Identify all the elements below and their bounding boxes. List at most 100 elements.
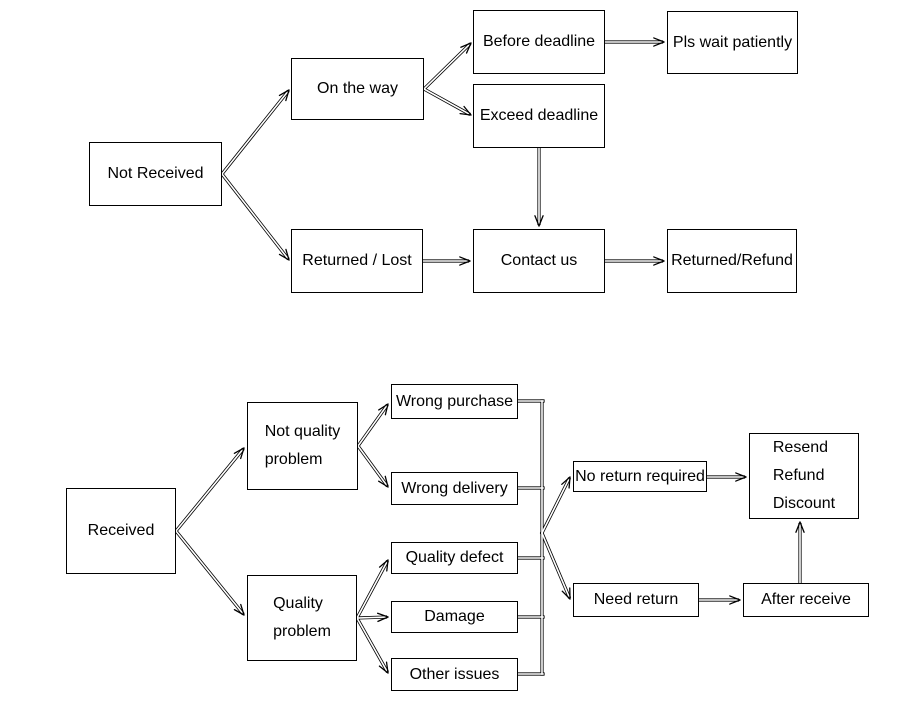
- arrowhead-exceed-deadline--contact-us: [538, 215, 544, 227]
- node-label-line: Quality defect: [405, 549, 504, 566]
- flow-node-pls-wait-patiently: Pls wait patiently: [667, 11, 798, 74]
- edge-inner-not-quality-problem--wrong-purchase: [356, 404, 388, 448]
- flow-node-quality-problem: Quality problem: [247, 575, 357, 661]
- edge-inner-quality-problem--quality-defect: [355, 561, 388, 620]
- arrowhead-not-quality-problem--wrong-purchase: [384, 403, 389, 416]
- node-label-line: Quality: [273, 595, 323, 612]
- flow-node-no-return-required: No return required: [573, 461, 707, 492]
- node-label-line: Wrong delivery: [401, 479, 508, 497]
- flow-node-after-receive: After receive: [743, 583, 869, 617]
- flow-node-text: Received: [88, 517, 155, 545]
- edge-inner-received--not-quality-problem: [174, 448, 244, 533]
- arrowhead-not-received--on-the-way: [285, 89, 290, 102]
- flow-node-text: Damage: [424, 603, 484, 631]
- arrowhead-no-return-required--resend-refund-discount: [735, 476, 747, 482]
- arrowhead-bus--no-return-required: [568, 476, 571, 489]
- flow-node-text: Returned / Lost: [302, 247, 411, 275]
- node-label-line: Pls wait patiently: [672, 33, 793, 51]
- node-label-line: Resend: [772, 439, 829, 456]
- arrowhead-returned-lost--contact-us: [459, 256, 471, 262]
- edge-inner-on-the-way--before-deadline: [422, 43, 471, 91]
- node-label-line: Discount: [772, 495, 836, 512]
- flow-node-text: Pls wait patiently: [673, 29, 792, 57]
- flow-node-need-return: Need return: [573, 583, 699, 617]
- node-label-line: No return required: [575, 467, 705, 485]
- edge-inner-received--quality-problem: [174, 529, 244, 615]
- arrowhead-received--not-quality-problem: [240, 447, 245, 460]
- arrowhead-received--quality-problem: [233, 608, 245, 616]
- node-label-line: Not Received: [107, 165, 204, 182]
- arrowhead-quality-problem--quality-defect: [386, 559, 389, 572]
- node-label-line: Before deadline: [482, 33, 596, 50]
- arrowhead-not-received--on-the-way: [278, 89, 290, 97]
- arrowhead-on-the-way--exceed-deadline: [459, 112, 472, 116]
- arrowhead-need-return--after-receive: [729, 599, 741, 605]
- arrowhead-received--not-quality-problem: [233, 447, 245, 454]
- node-label-line: Need return: [593, 591, 679, 608]
- flow-node-text: On the way: [317, 75, 398, 103]
- arrowhead-not-received--returned-lost: [278, 253, 290, 261]
- flow-node-text: Wrong purchase: [396, 388, 513, 416]
- flow-node-received: Received: [66, 488, 176, 574]
- node-label-line: Contact us: [500, 252, 578, 269]
- edge-inner-not-quality-problem--wrong-delivery: [356, 444, 388, 487]
- edge-inner-not-received--on-the-way: [220, 90, 289, 176]
- arrowhead-not-quality-problem--wrong-delivery: [378, 480, 389, 488]
- flow-node-exceed-deadline: Exceed deadline: [473, 84, 605, 148]
- edge-inner-not-received--returned-lost: [220, 172, 289, 260]
- flow-node-wrong-delivery: Wrong delivery: [391, 472, 518, 505]
- flow-node-text: Returned/Refund: [671, 247, 793, 275]
- edge-inner-quality-problem--damage: [356, 616, 387, 619]
- arrowhead-not-quality-problem--wrong-delivery: [384, 475, 389, 488]
- arrowhead-no-return-required--resend-refund-discount: [735, 472, 747, 478]
- arrowhead-after-receive--resend-refund-discount: [799, 521, 805, 533]
- arrowhead-bus--need-return: [561, 590, 571, 600]
- flow-node-text: Before deadline: [483, 28, 595, 56]
- arrowhead-on-the-way--exceed-deadline: [463, 105, 472, 116]
- flow-node-text: Wrong delivery: [401, 475, 507, 503]
- flow-node-on-the-way: On the way: [291, 58, 424, 120]
- edge-inner-bus--need-return: [540, 531, 571, 598]
- arrowhead-after-receive--resend-refund-discount: [795, 521, 801, 533]
- flow-node-text: No return required: [575, 463, 705, 491]
- arrowhead-before-deadline--pls-wait-patiently: [653, 41, 665, 47]
- flow-node-text: Exceed deadline: [480, 102, 598, 130]
- node-label-line: On the way: [317, 80, 398, 97]
- arrowhead-returned-lost--contact-us: [459, 260, 471, 266]
- flow-node-returned-lost: Returned / Lost: [291, 229, 423, 293]
- arrowhead-bus--no-return-required: [561, 476, 571, 485]
- node-label-line: Exceed deadline: [479, 107, 599, 124]
- arrowhead-quality-problem--other-issues: [378, 665, 389, 674]
- flow-node-not-received: Not Received: [89, 142, 222, 206]
- arrowhead-contact-us--returned-refund: [653, 260, 665, 266]
- arrowhead-contact-us--returned-refund: [653, 256, 665, 262]
- flow-node-other-issues: Other issues: [391, 658, 518, 691]
- arrowhead-quality-problem--quality-defect: [378, 559, 389, 568]
- node-label-line: Wrong purchase: [395, 392, 514, 410]
- node-label-line: Returned/Refund: [671, 252, 793, 269]
- edge-inner-on-the-way--exceed-deadline: [422, 87, 470, 115]
- flow-node-text: Quality problem: [273, 590, 331, 646]
- arrowhead-before-deadline--pls-wait-patiently: [653, 37, 665, 43]
- arrowhead-quality-problem--damage: [377, 612, 389, 618]
- flow-node-text: Not Received: [107, 160, 203, 188]
- arrowhead-on-the-way--before-deadline: [465, 42, 472, 54]
- node-label-line: Returned / Lost: [302, 252, 412, 269]
- arrowhead-not-received--returned-lost: [285, 248, 290, 261]
- node-label-line: problem: [273, 623, 331, 640]
- node-label-line: Not quality: [264, 423, 341, 440]
- flow-node-text: Contact us: [501, 247, 577, 275]
- flow-node-wrong-purchase: Wrong purchase: [391, 384, 518, 419]
- arrowhead-received--quality-problem: [240, 603, 245, 616]
- arrowhead-quality-problem--other-issues: [385, 661, 389, 674]
- flow-node-text: After receive: [761, 586, 851, 614]
- flow-node-text: Other issues: [410, 661, 500, 689]
- edge-inner-bus--no-return-required: [540, 478, 570, 535]
- arrowhead-quality-problem--damage: [377, 616, 389, 623]
